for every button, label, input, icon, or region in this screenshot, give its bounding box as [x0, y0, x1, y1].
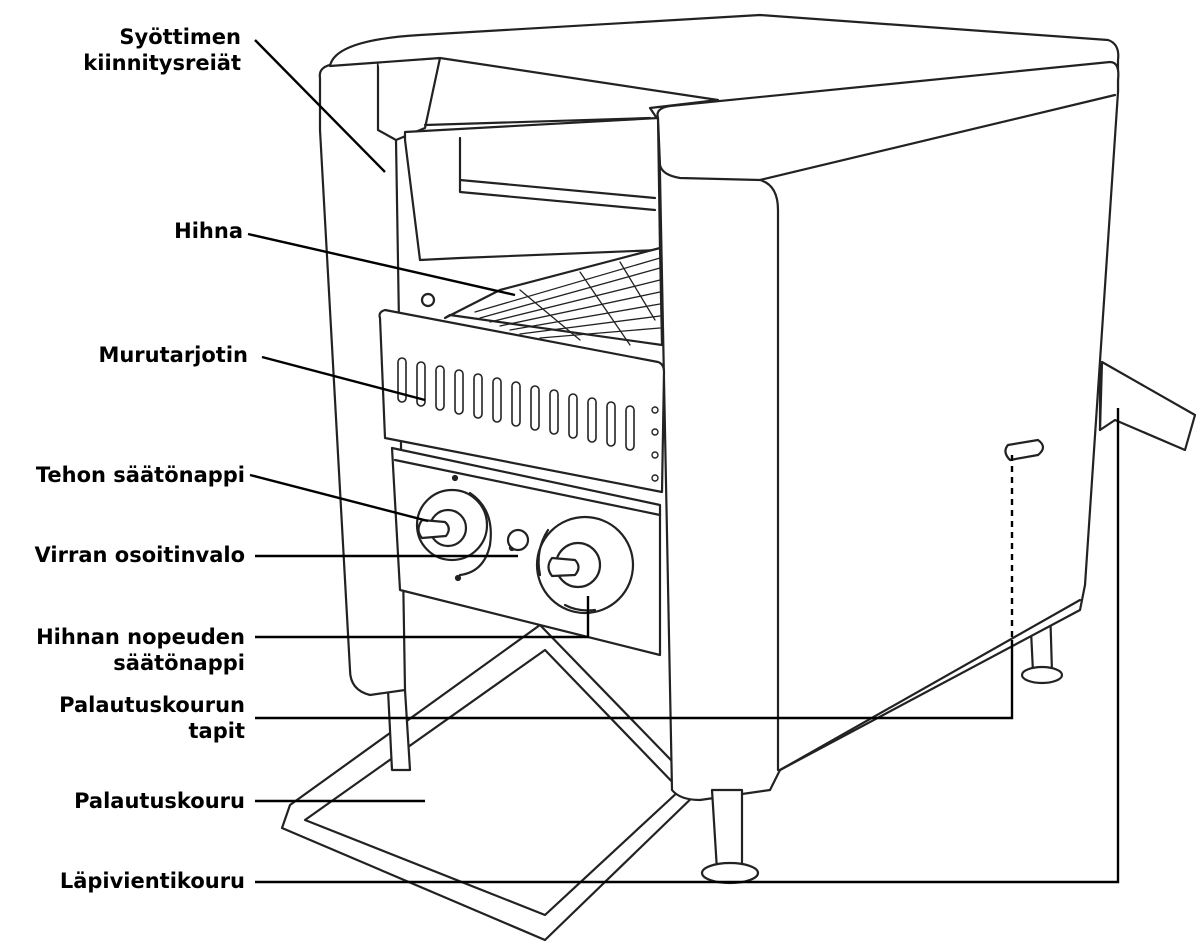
- power-knob-label: Tehon säätönappi: [35, 463, 245, 487]
- belt-shape: [420, 246, 664, 347]
- return-chute-shape: [280, 623, 702, 942]
- feeder-holes-label: Syöttimen kiinnitysreiät: [83, 25, 241, 75]
- control-panel-shape: [390, 446, 662, 657]
- power-light-label: Virran osoitinvalo: [34, 543, 245, 567]
- crumb-tray-label: Murutarjotin: [98, 343, 248, 367]
- pass-through-chute-shape: [1098, 360, 1197, 452]
- pass-through-chute-label: Läpivientikouru: [59, 869, 245, 893]
- crumb-tray-shape: [378, 308, 666, 494]
- return-chute-pins-label: Palautuskourun tapit: [59, 693, 245, 743]
- belt-speed-knob-label: Hihnan nopeuden säätönappi: [36, 625, 245, 675]
- return-chute-pin-shape: [1004, 438, 1045, 462]
- return-chute-label: Palautuskouru: [74, 789, 245, 813]
- belt-label: Hihna: [174, 219, 243, 243]
